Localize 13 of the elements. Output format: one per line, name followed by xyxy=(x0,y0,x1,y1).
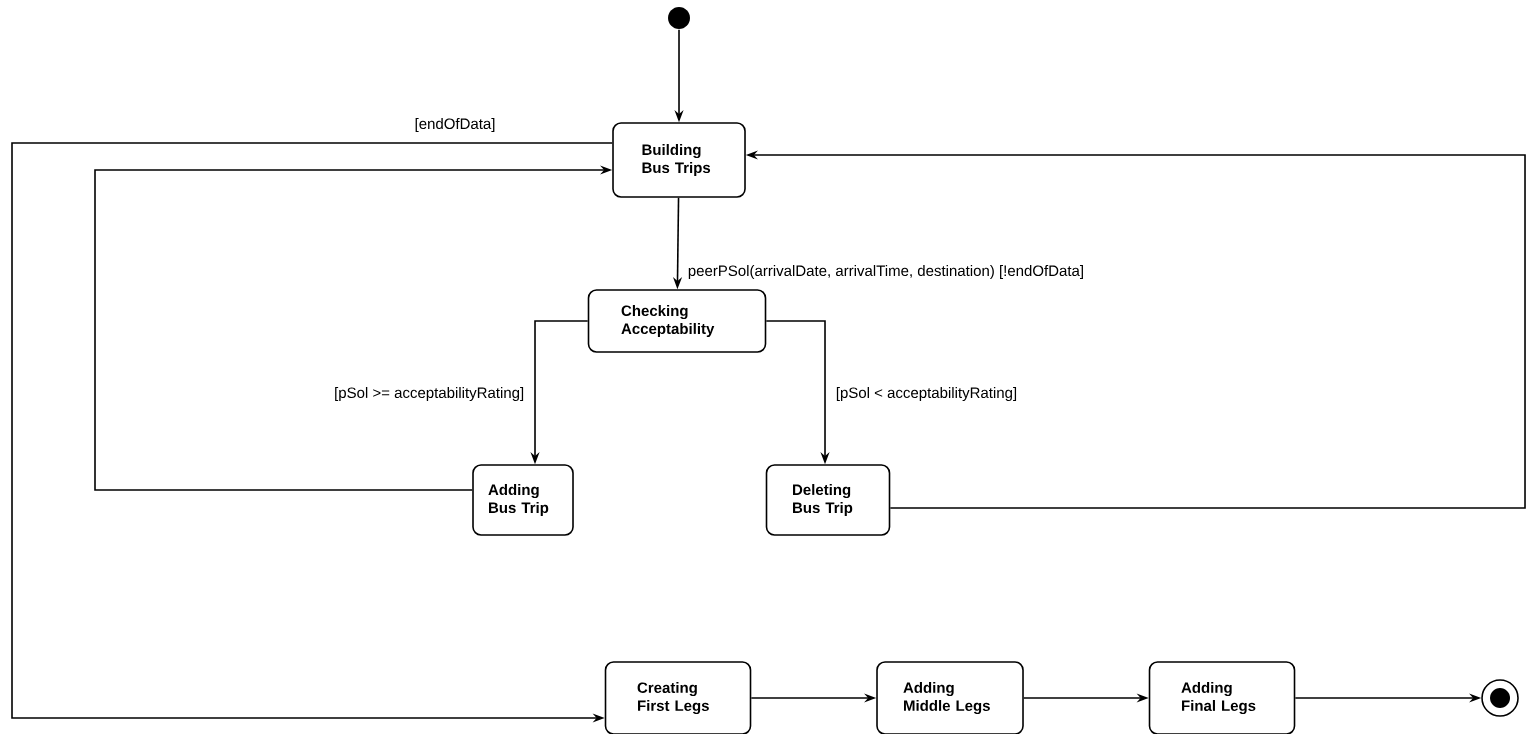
edge-label: [endOfData] xyxy=(412,116,498,134)
state-box: Adding Bus Trip xyxy=(472,464,574,536)
state-box: Checking Acceptability xyxy=(587,289,767,353)
state-box: Adding Final Legs xyxy=(1148,661,1296,734)
state-box: Adding Middle Legs xyxy=(876,661,1024,734)
edge-label: [pSol < acceptabilityRating] xyxy=(833,385,1020,403)
state-box: Creating First Legs xyxy=(604,661,752,734)
final-state xyxy=(1481,679,1519,717)
initial-state xyxy=(668,7,690,29)
state-box: Building Bus Trips xyxy=(612,122,746,198)
edge-label: [pSol >= acceptabilityRating] xyxy=(332,385,527,403)
edge-label: peerPSol(arrivalDate, arrivalTime, destination) [!endOfData] xyxy=(685,263,1087,281)
state-box: Deleting Bus Trip xyxy=(765,464,891,536)
